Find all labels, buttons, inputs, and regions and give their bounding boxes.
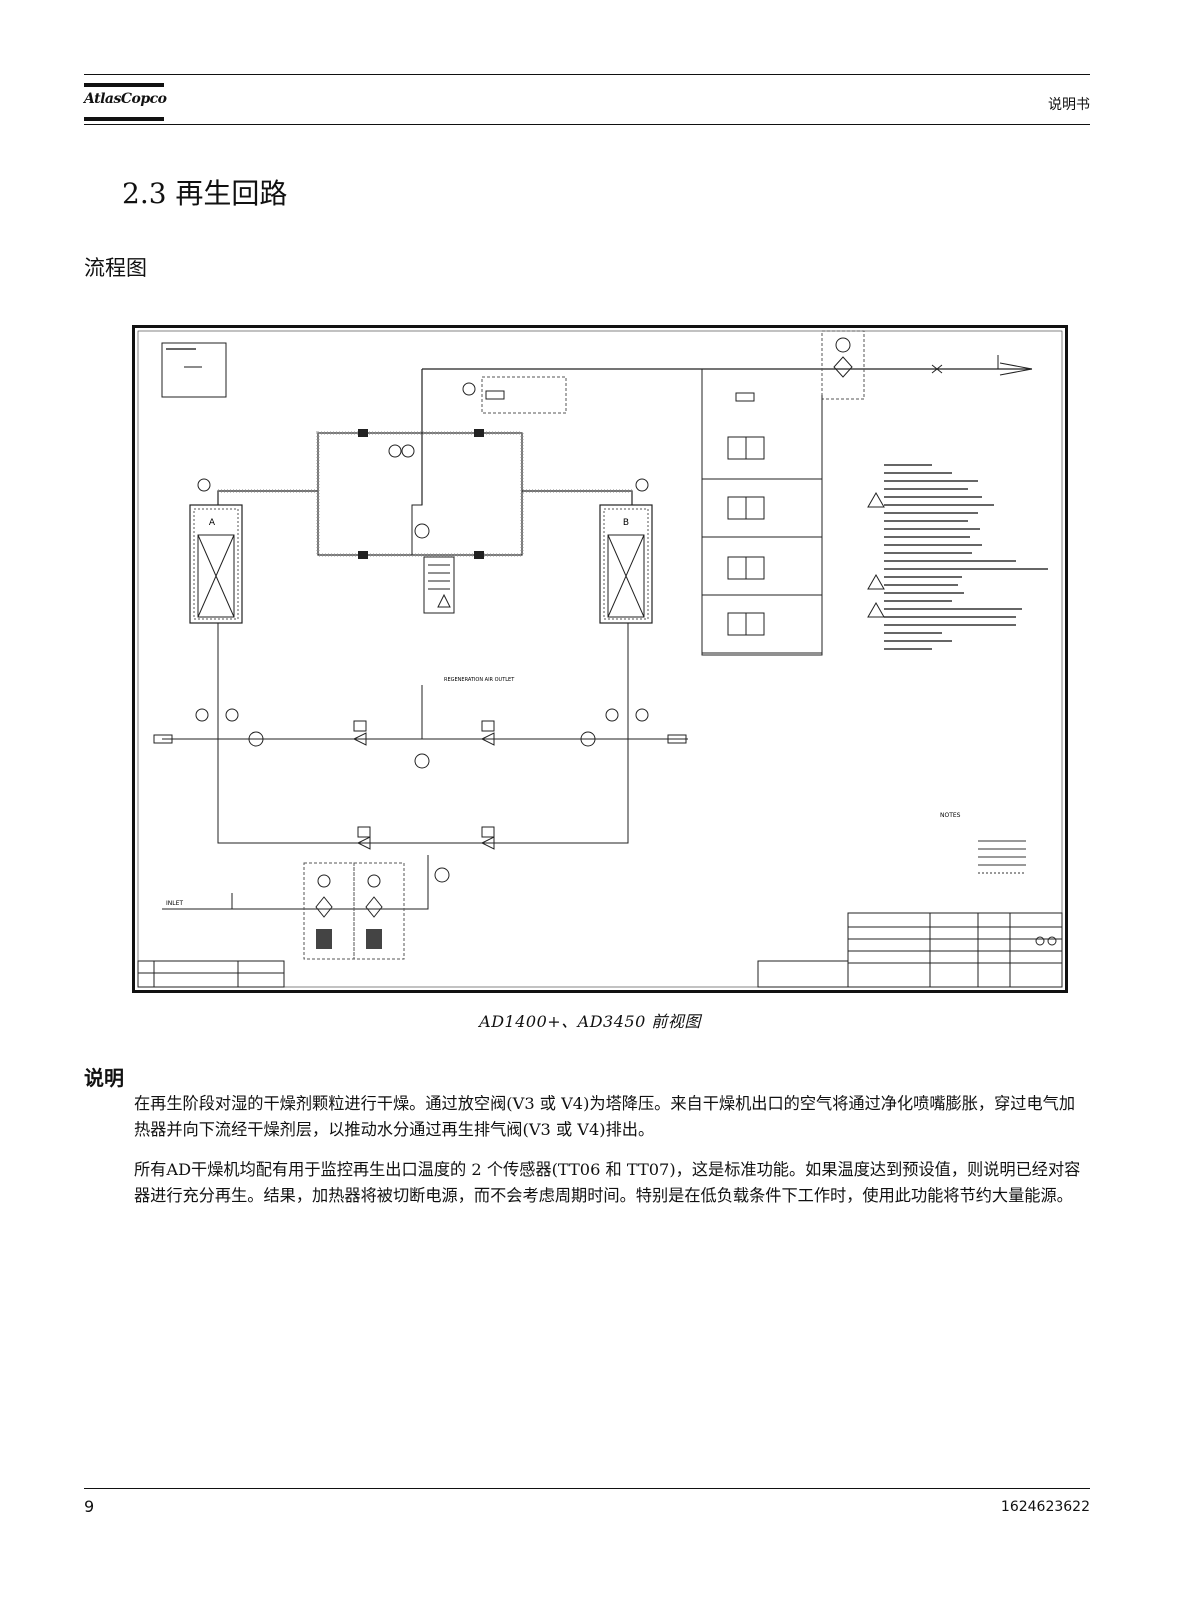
vessel-b-label: B [623,518,629,528]
header-label: 说明书 [1048,97,1090,113]
document-number: 1624623622 [1000,1499,1090,1515]
regeneration-flow-diagram: A B REGENERATION AIR OUTLET INLET [132,325,1068,993]
regen-outlet-label: REGENERATION AIR OUTLET [444,677,515,683]
logo-top-bar [84,83,164,87]
section-title: 2.3 再生回路 [122,177,288,210]
description-paragraph-1: 在再生阶段对湿的干燥剂颗粒进行干燥。通过放空阀(V3 或 V4)为塔降压。来自干… [134,1094,1076,1139]
description-paragraph-2: 所有AD干燥机均配有用于监控再生出口温度的 2 个传感器(TT06 和 TT07… [134,1160,1081,1205]
footer-rule [84,1488,1090,1489]
header-top-rule [84,74,1090,75]
page-number: 9 [84,1497,95,1516]
figure-caption: AD1400+、AD3450 前视图 [479,1012,701,1031]
inlet-label: INLET [166,900,183,907]
header-bottom-rule [84,124,1090,125]
logo-bottom-bar [84,117,164,121]
description-title: 说明 [84,1066,124,1090]
logo-text: AtlasCopco [84,91,167,107]
notes-label: NOTES [940,812,961,819]
flow-chart-title: 流程图 [84,256,147,280]
atlas-copco-logo: AtlasCopco [84,83,167,121]
vessel-a-label: A [209,518,216,528]
